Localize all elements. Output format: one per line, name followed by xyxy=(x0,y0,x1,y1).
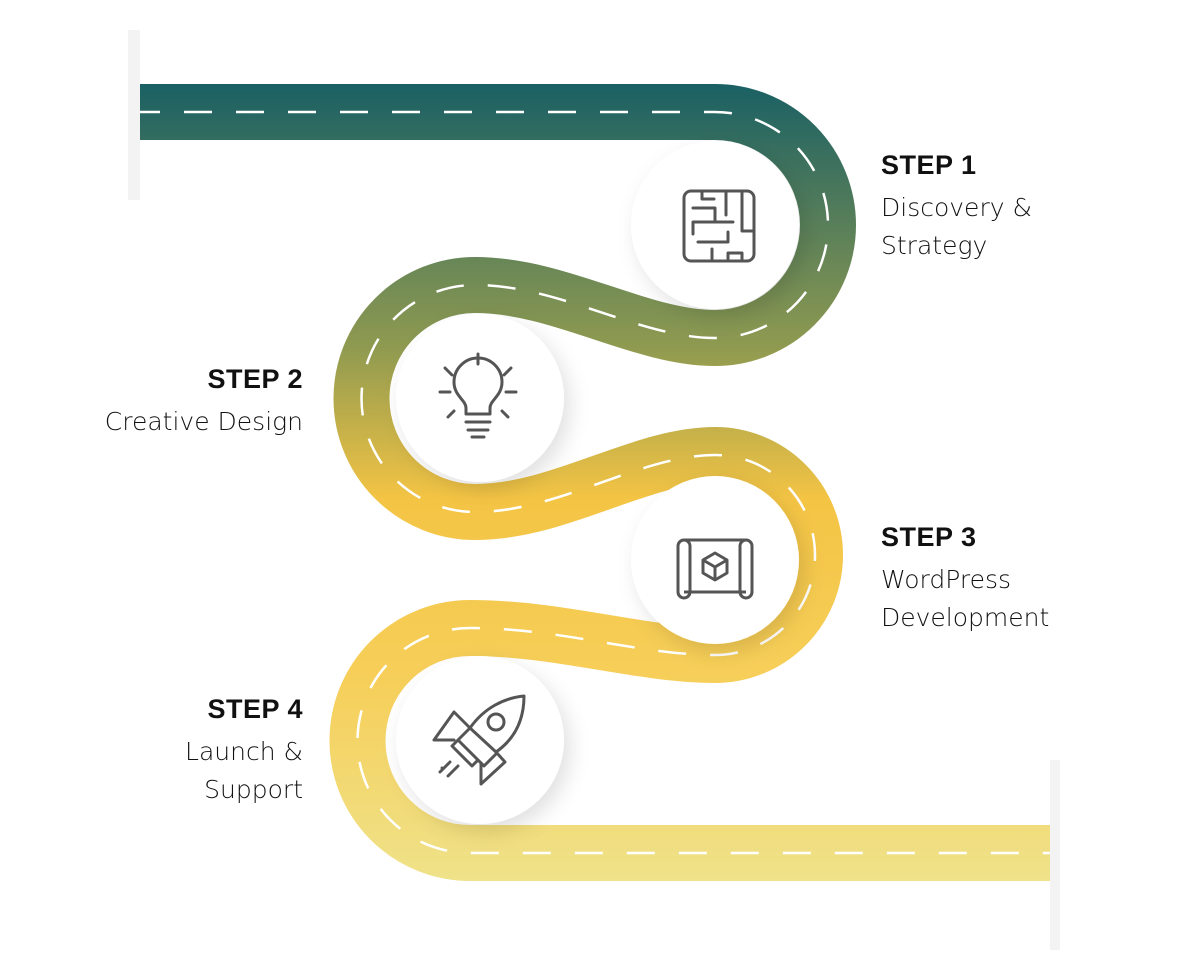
step-1-text: STEP 1 Discovery & Strategy xyxy=(881,150,1032,265)
step-2-text: STEP 2 Creative Design xyxy=(105,364,303,441)
step-1-desc-line-1: Discovery & xyxy=(881,193,1032,222)
left-edge-shadow xyxy=(128,30,140,200)
step-3-desc-line-2: Development xyxy=(881,603,1050,632)
step-3-circle xyxy=(631,476,799,644)
step-1-circle xyxy=(631,141,799,309)
right-edge-shadow xyxy=(1050,760,1060,950)
step-1-label: STEP 1 xyxy=(881,150,977,180)
step-4-desc-line-1: Launch & xyxy=(185,737,303,766)
step-2-label: STEP 2 xyxy=(207,364,303,394)
road-center-dashes xyxy=(140,110,1050,855)
step-2-circle xyxy=(396,314,564,482)
step-4-desc-line-2: Support xyxy=(204,775,303,804)
rocket-icon xyxy=(432,694,526,786)
maze-icon xyxy=(682,189,756,263)
step-4-label: STEP 4 xyxy=(207,694,303,724)
step-2-desc-line-1: Creative Design xyxy=(104,407,303,436)
step-1-desc-line-2: Strategy xyxy=(881,231,988,260)
step-4-text: STEP 4 Launch & Support xyxy=(185,694,303,809)
lightbulb-icon xyxy=(438,352,518,439)
blueprint-cube-icon xyxy=(676,538,754,600)
step-3-desc-line-1: WordPress xyxy=(881,565,1012,594)
step-3-label: STEP 3 xyxy=(881,522,977,552)
step-4-circle xyxy=(396,656,564,824)
step-3-text: STEP 3 WordPress Development xyxy=(881,522,1049,637)
